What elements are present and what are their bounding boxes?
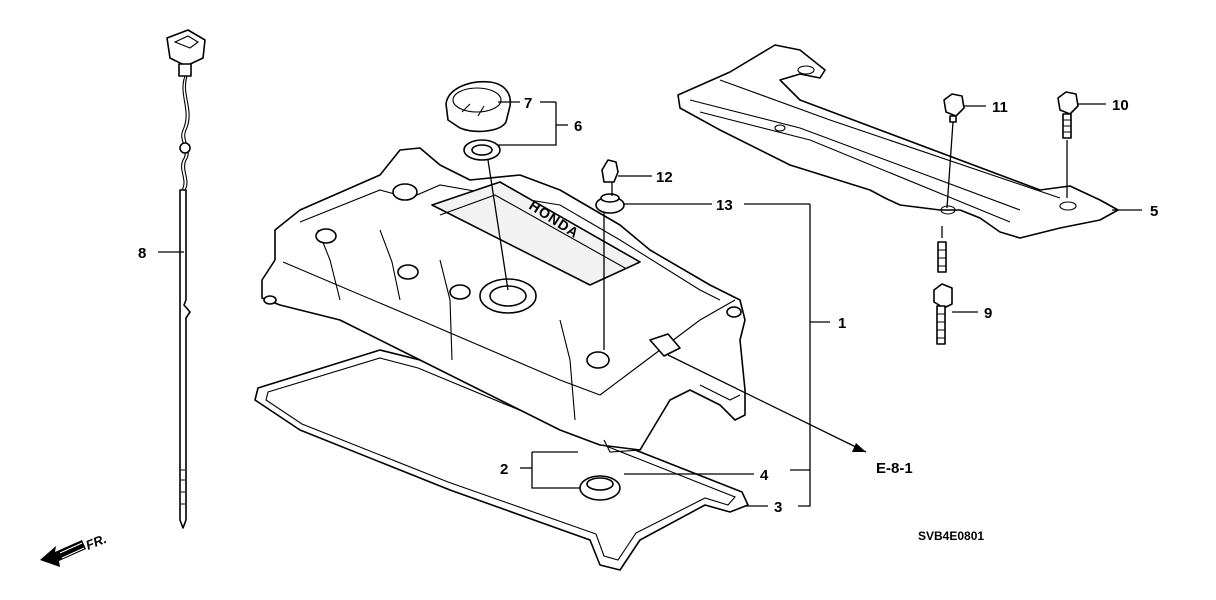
callout-12: 12 — [656, 169, 673, 186]
callout-1: 1 — [838, 315, 846, 332]
section-reference-link[interactable]: E-8-1 — [876, 460, 913, 477]
cover-nut[interactable] — [601, 159, 619, 183]
ignition-coil-cover[interactable] — [677, 44, 1119, 239]
leader-lines — [158, 101, 1142, 507]
cover-bolt-long[interactable] — [1057, 91, 1079, 139]
valve-cover[interactable] — [261, 147, 746, 453]
callout-2: 2 — [500, 461, 508, 478]
diagram-code: SVB4E0801 — [918, 529, 984, 543]
filler-cap-seal[interactable] — [463, 139, 501, 161]
callout-8: 8 — [138, 245, 146, 262]
callout-6: 6 — [574, 118, 582, 135]
front-direction-arrow-icon — [40, 540, 86, 567]
callout-7: 7 — [524, 95, 532, 112]
callout-9: 9 — [984, 305, 992, 322]
callout-4: 4 — [760, 467, 769, 484]
cover-grommet[interactable] — [595, 193, 625, 214]
front-direction-label: FR. — [84, 531, 109, 553]
dipstick[interactable] — [166, 29, 206, 529]
callout-13: 13 — [716, 197, 733, 214]
spark-plug-tube-seal[interactable] — [579, 475, 621, 501]
callout-10: 10 — [1112, 97, 1129, 114]
callout-3: 3 — [774, 499, 782, 516]
cover-stud[interactable] — [933, 241, 953, 345]
cover-bolt-short[interactable] — [943, 93, 965, 123]
callout-5: 5 — [1150, 203, 1158, 220]
callout-11: 11 — [992, 99, 1008, 116]
oil-filler-cap[interactable] — [445, 80, 512, 133]
